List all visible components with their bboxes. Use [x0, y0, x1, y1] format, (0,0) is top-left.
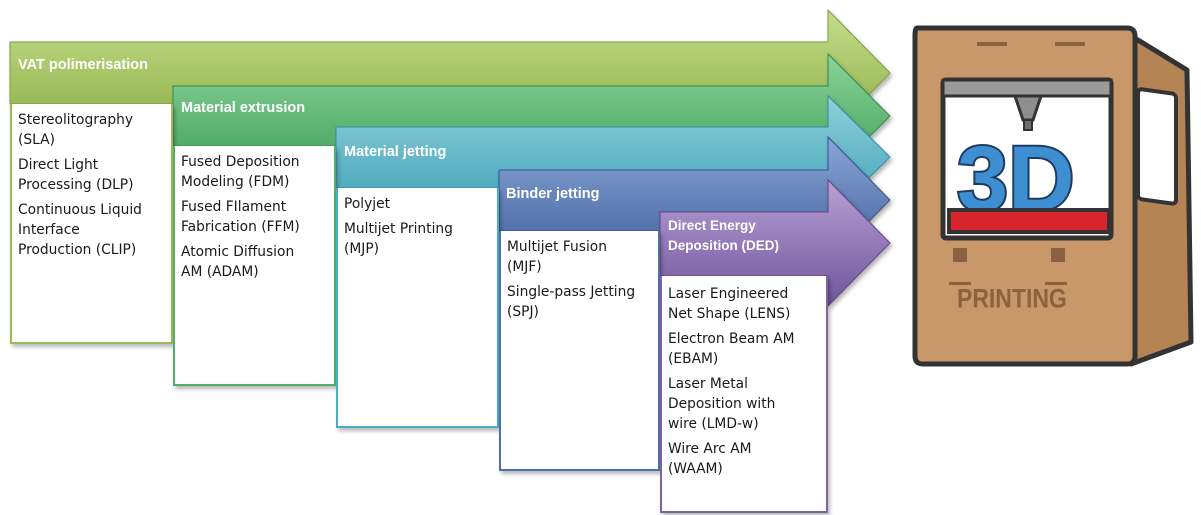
list-item: Fused Deposition Modeling (FDM): [181, 154, 300, 190]
box-extrusion: Fused Deposition Modeling (FDM) Fused FI…: [173, 146, 336, 386]
list-item: Single-pass Jetting (SPJ): [507, 284, 636, 320]
box-vat: Stereolitography (SLA) Direct Light Proc…: [10, 104, 173, 344]
box-jetting: Polyjet Multijet Printing (MJP): [336, 188, 499, 428]
label-vat: VAT polimerisation: [18, 57, 148, 73]
label-binder: Binder jetting: [506, 186, 600, 202]
label-extrusion: Material extrusion: [181, 100, 306, 116]
box-ded: Laser Engineered Net Shape (LENS) Electr…: [660, 276, 828, 513]
label-ded: Direct Energy Deposition (DED): [668, 218, 779, 253]
list-item: Laser Engineered Net Shape (LENS): [668, 286, 791, 322]
list-item: Wire Arc AM (WAAM): [668, 441, 752, 477]
list-item: Multijet Printing (MJP): [344, 221, 453, 257]
list-item: Polyjet: [344, 196, 390, 212]
list-item: Laser Metal Deposition with wire (LMD-w): [668, 376, 776, 432]
list-item: Multijet Fusion (MJF): [507, 239, 607, 275]
list-item: Fused FIlament Fabrication (FFM): [181, 199, 300, 235]
print-bed: [947, 208, 1111, 234]
list-item: Electron Beam AM (EBAM): [668, 331, 795, 367]
list-item: Stereolitography (SLA): [18, 112, 134, 148]
box-binder: Multijet Fusion (MJF) Single-pass Jettin…: [499, 231, 660, 471]
list-item: Direct Light Processing (DLP): [18, 157, 134, 193]
3d-printer-illustration: 3D PRINTING: [912, 25, 1194, 367]
list-item: Continuous Liquid Interface Production (…: [18, 202, 142, 258]
list-item: Atomic Diffusion AM (ADAM): [181, 244, 295, 280]
printer-label: PRINTING: [957, 285, 1067, 314]
label-jetting: Material jetting: [344, 144, 447, 160]
